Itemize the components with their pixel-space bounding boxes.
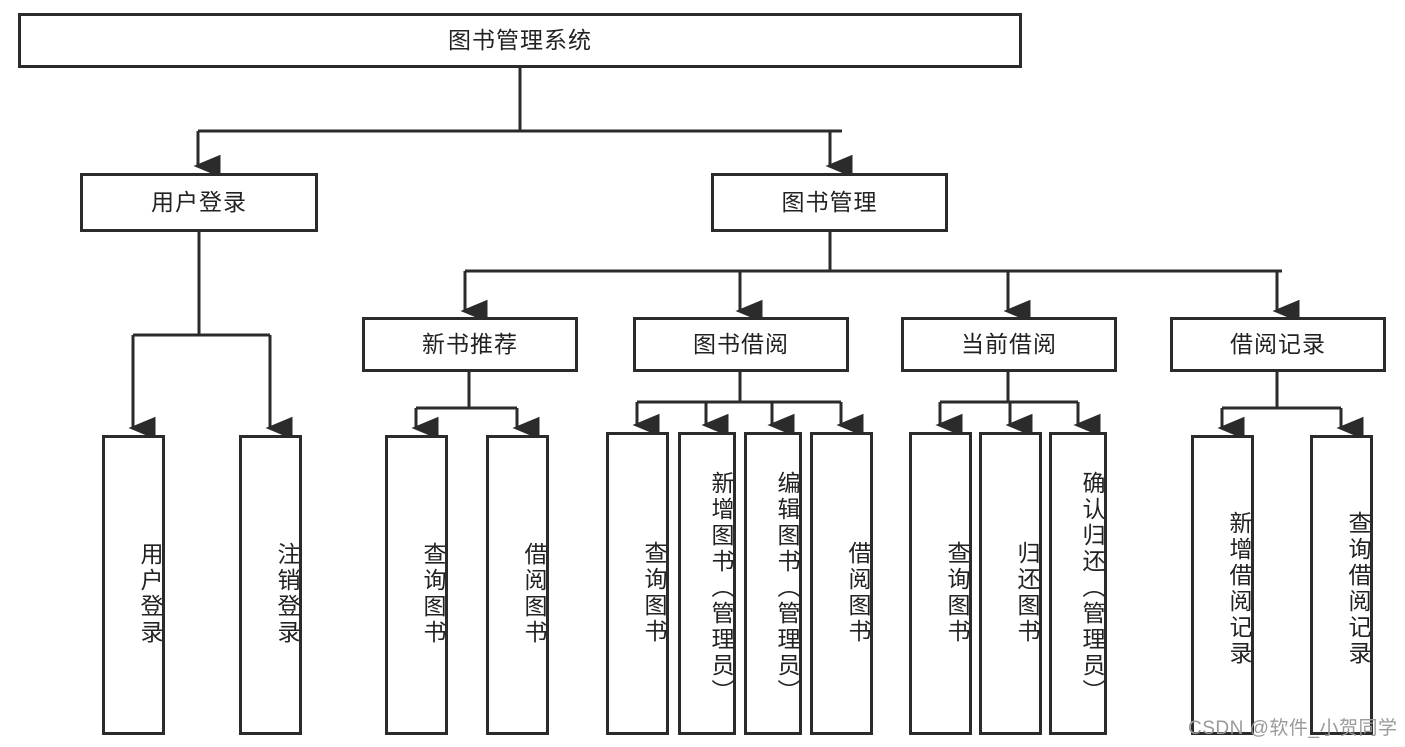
- leaf-records-add-record[interactable]: 新增借阅记录: [1191, 435, 1254, 735]
- leaf-current-confirm-return[interactable]: 确认归还（管理员）: [1049, 432, 1107, 735]
- node-book-borrow-label: 图书借阅: [693, 330, 789, 357]
- leaf-recommend-borrow-book-label: 借阅图书: [521, 542, 547, 646]
- leaf-borrow-query-book-label: 查询图书: [641, 540, 667, 645]
- watermark-text: CSDN @软件_小贺同学: [1188, 718, 1398, 739]
- leaf-records-query-record[interactable]: 查询借阅记录: [1310, 435, 1373, 735]
- leaf-recommend-query-book-label: 查询图书: [420, 542, 446, 646]
- leaf-current-confirm-return-label: 确认归还（管理员）: [1079, 470, 1105, 705]
- leaf-recommend-query-book[interactable]: 查询图书: [385, 435, 448, 735]
- node-new-book-recommend[interactable]: 新书推荐: [362, 317, 578, 372]
- leaf-records-add-record-label: 新增借阅记录: [1226, 511, 1252, 667]
- node-book-management-label: 图书管理: [781, 188, 878, 215]
- node-root-label: 图书管理系统: [448, 26, 592, 53]
- node-current-borrow-label: 当前借阅: [961, 330, 1057, 357]
- leaf-borrow-edit-book[interactable]: 编辑图书（管理员）: [744, 432, 802, 735]
- leaf-borrow-add-book-label: 新增图书（管理员）: [708, 470, 734, 705]
- leaf-user-login-login-label: 用户登录: [137, 542, 163, 646]
- node-book-borrow[interactable]: 图书借阅: [633, 317, 849, 372]
- node-user-login-label: 用户登录: [151, 188, 247, 215]
- leaf-recommend-borrow-book[interactable]: 借阅图书: [486, 435, 549, 735]
- leaf-borrow-borrow-book-label: 借阅图书: [845, 540, 871, 645]
- leaf-current-return-book-label: 归还图书: [1014, 540, 1040, 645]
- leaf-user-login-login[interactable]: 用户登录: [102, 435, 165, 735]
- node-root[interactable]: 图书管理系统: [18, 13, 1022, 68]
- leaf-records-query-record-label: 查询借阅记录: [1345, 511, 1371, 667]
- leaf-borrow-edit-book-label: 编辑图书（管理员）: [774, 470, 800, 705]
- node-user-login[interactable]: 用户登录: [80, 173, 318, 232]
- node-current-borrow[interactable]: 当前借阅: [901, 317, 1117, 372]
- node-borrow-records-label: 借阅记录: [1230, 330, 1326, 357]
- leaf-borrow-add-book[interactable]: 新增图书（管理员）: [678, 432, 736, 735]
- leaf-current-query-book-label: 查询图书: [944, 540, 970, 645]
- leaf-borrow-borrow-book[interactable]: 借阅图书: [810, 432, 873, 735]
- node-book-management[interactable]: 图书管理: [711, 173, 948, 232]
- leaf-user-login-logout[interactable]: 注销登录: [239, 435, 302, 735]
- leaf-user-login-logout-label: 注销登录: [274, 542, 300, 646]
- leaf-borrow-query-book[interactable]: 查询图书: [606, 432, 669, 735]
- leaf-current-return-book[interactable]: 归还图书: [979, 432, 1042, 735]
- node-new-book-recommend-label: 新书推荐: [422, 330, 518, 357]
- leaf-current-query-book[interactable]: 查询图书: [909, 432, 972, 735]
- node-borrow-records[interactable]: 借阅记录: [1170, 317, 1386, 372]
